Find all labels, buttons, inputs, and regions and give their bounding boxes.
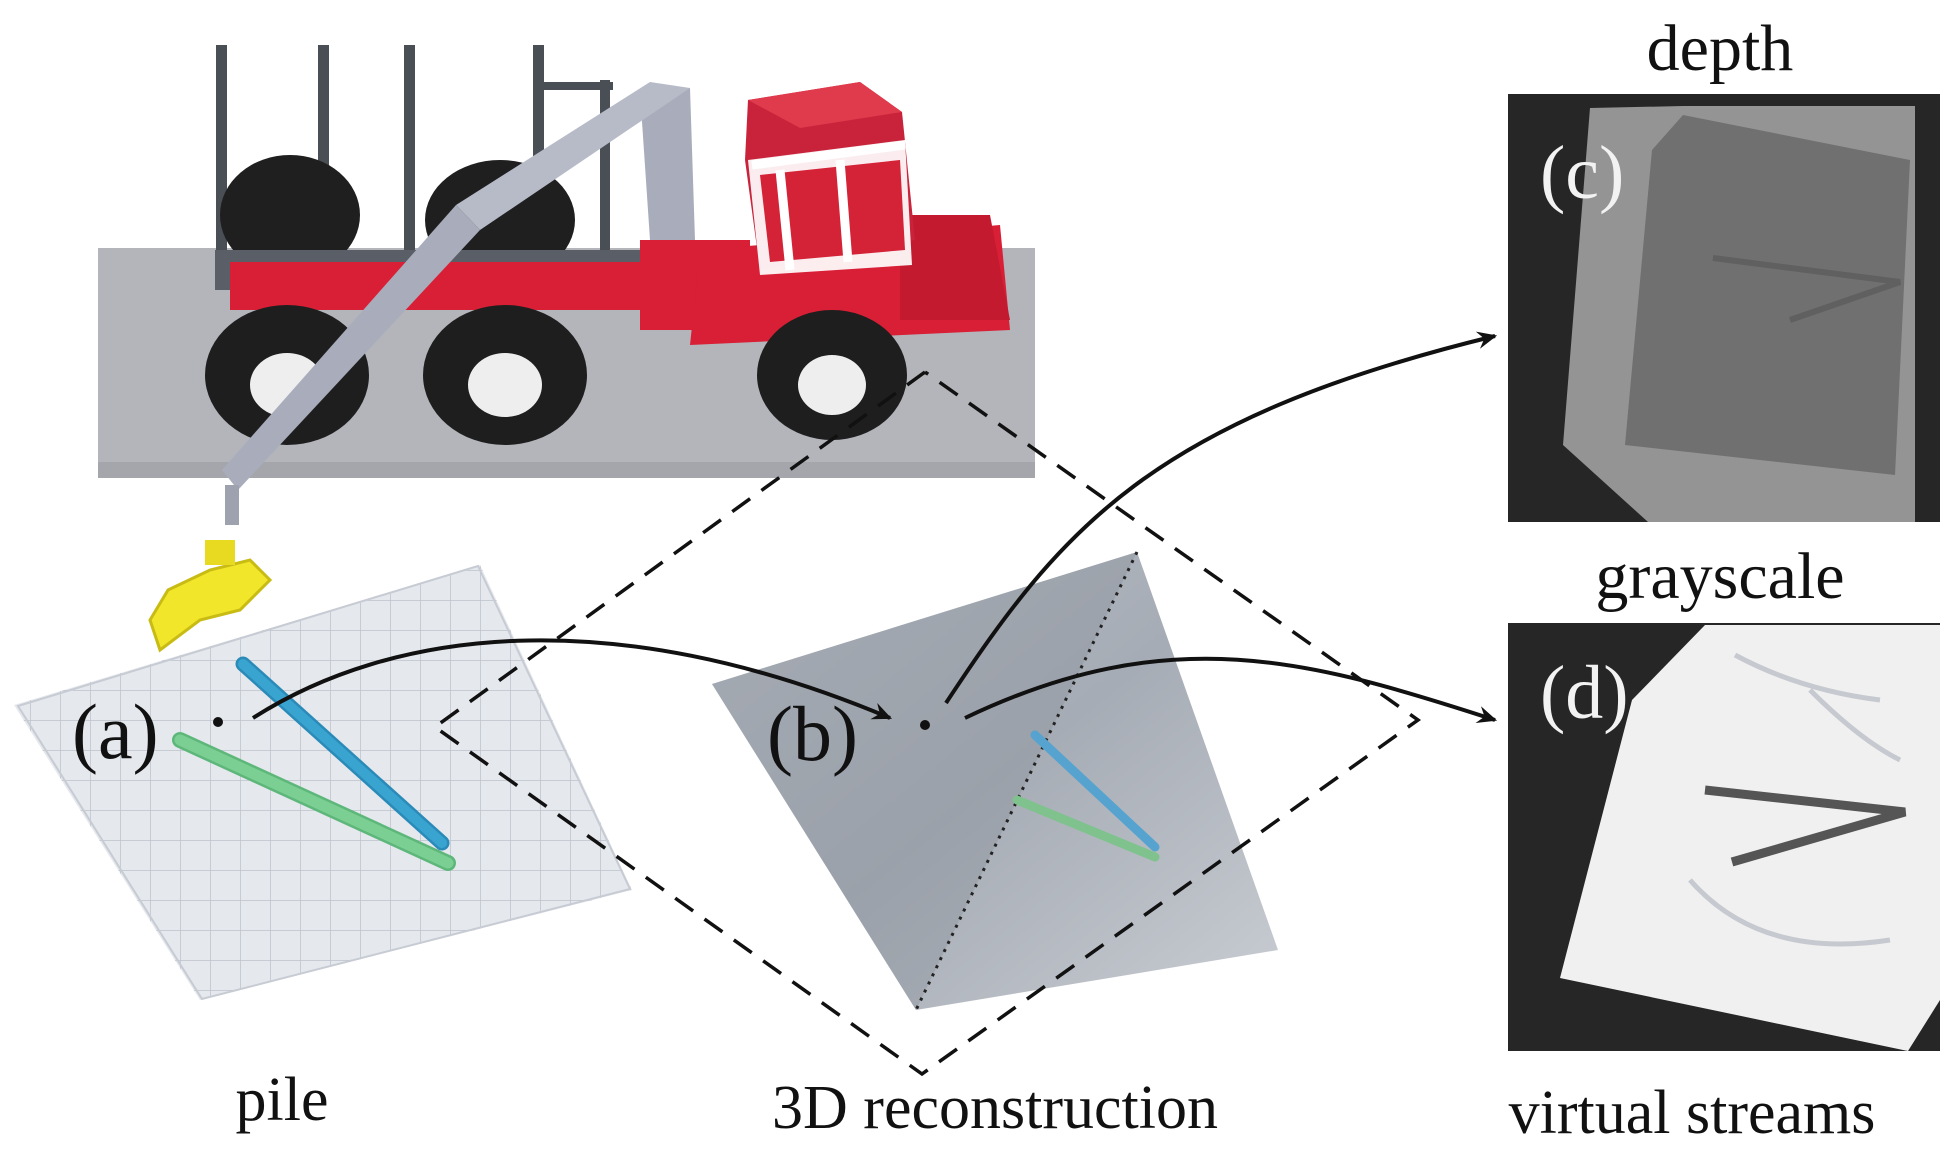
pile-logs xyxy=(172,656,456,871)
camera-frustum xyxy=(432,370,1422,1077)
label-grayscale: grayscale xyxy=(1595,540,1844,613)
arrow-reconstruction-to-depth xyxy=(944,331,1498,705)
arrow-reconstruction-to-grayscale xyxy=(964,656,1498,723)
reconstruction-sample-point xyxy=(920,720,930,730)
label-3d-reconstruction: 3D reconstruction xyxy=(772,1074,1218,1142)
cabin xyxy=(745,82,915,275)
label-depth: depth xyxy=(1647,12,1794,85)
crane-boom xyxy=(222,82,695,525)
grapple xyxy=(148,540,273,653)
depth-image-panel xyxy=(1508,94,1940,522)
connector-arrows xyxy=(251,331,1498,723)
arrow-pile-to-reconstruction xyxy=(251,638,893,720)
label-virtual-streams: virtual streams xyxy=(1509,1079,1876,1147)
grayscale-image-panel xyxy=(1508,623,1940,1051)
reconstruction-plane xyxy=(712,551,1278,1011)
reconstruction-logs xyxy=(1012,730,1160,862)
pile-grid-sheet xyxy=(14,564,632,1001)
forwarder-machine xyxy=(98,45,1035,653)
label-d: (d) xyxy=(1540,651,1629,735)
label-a: (a) xyxy=(72,688,159,775)
label-pile: pile xyxy=(236,1066,329,1134)
label-c: (c) xyxy=(1540,131,1624,215)
pile-sample-point xyxy=(213,717,223,727)
label-b: (b) xyxy=(767,690,858,777)
